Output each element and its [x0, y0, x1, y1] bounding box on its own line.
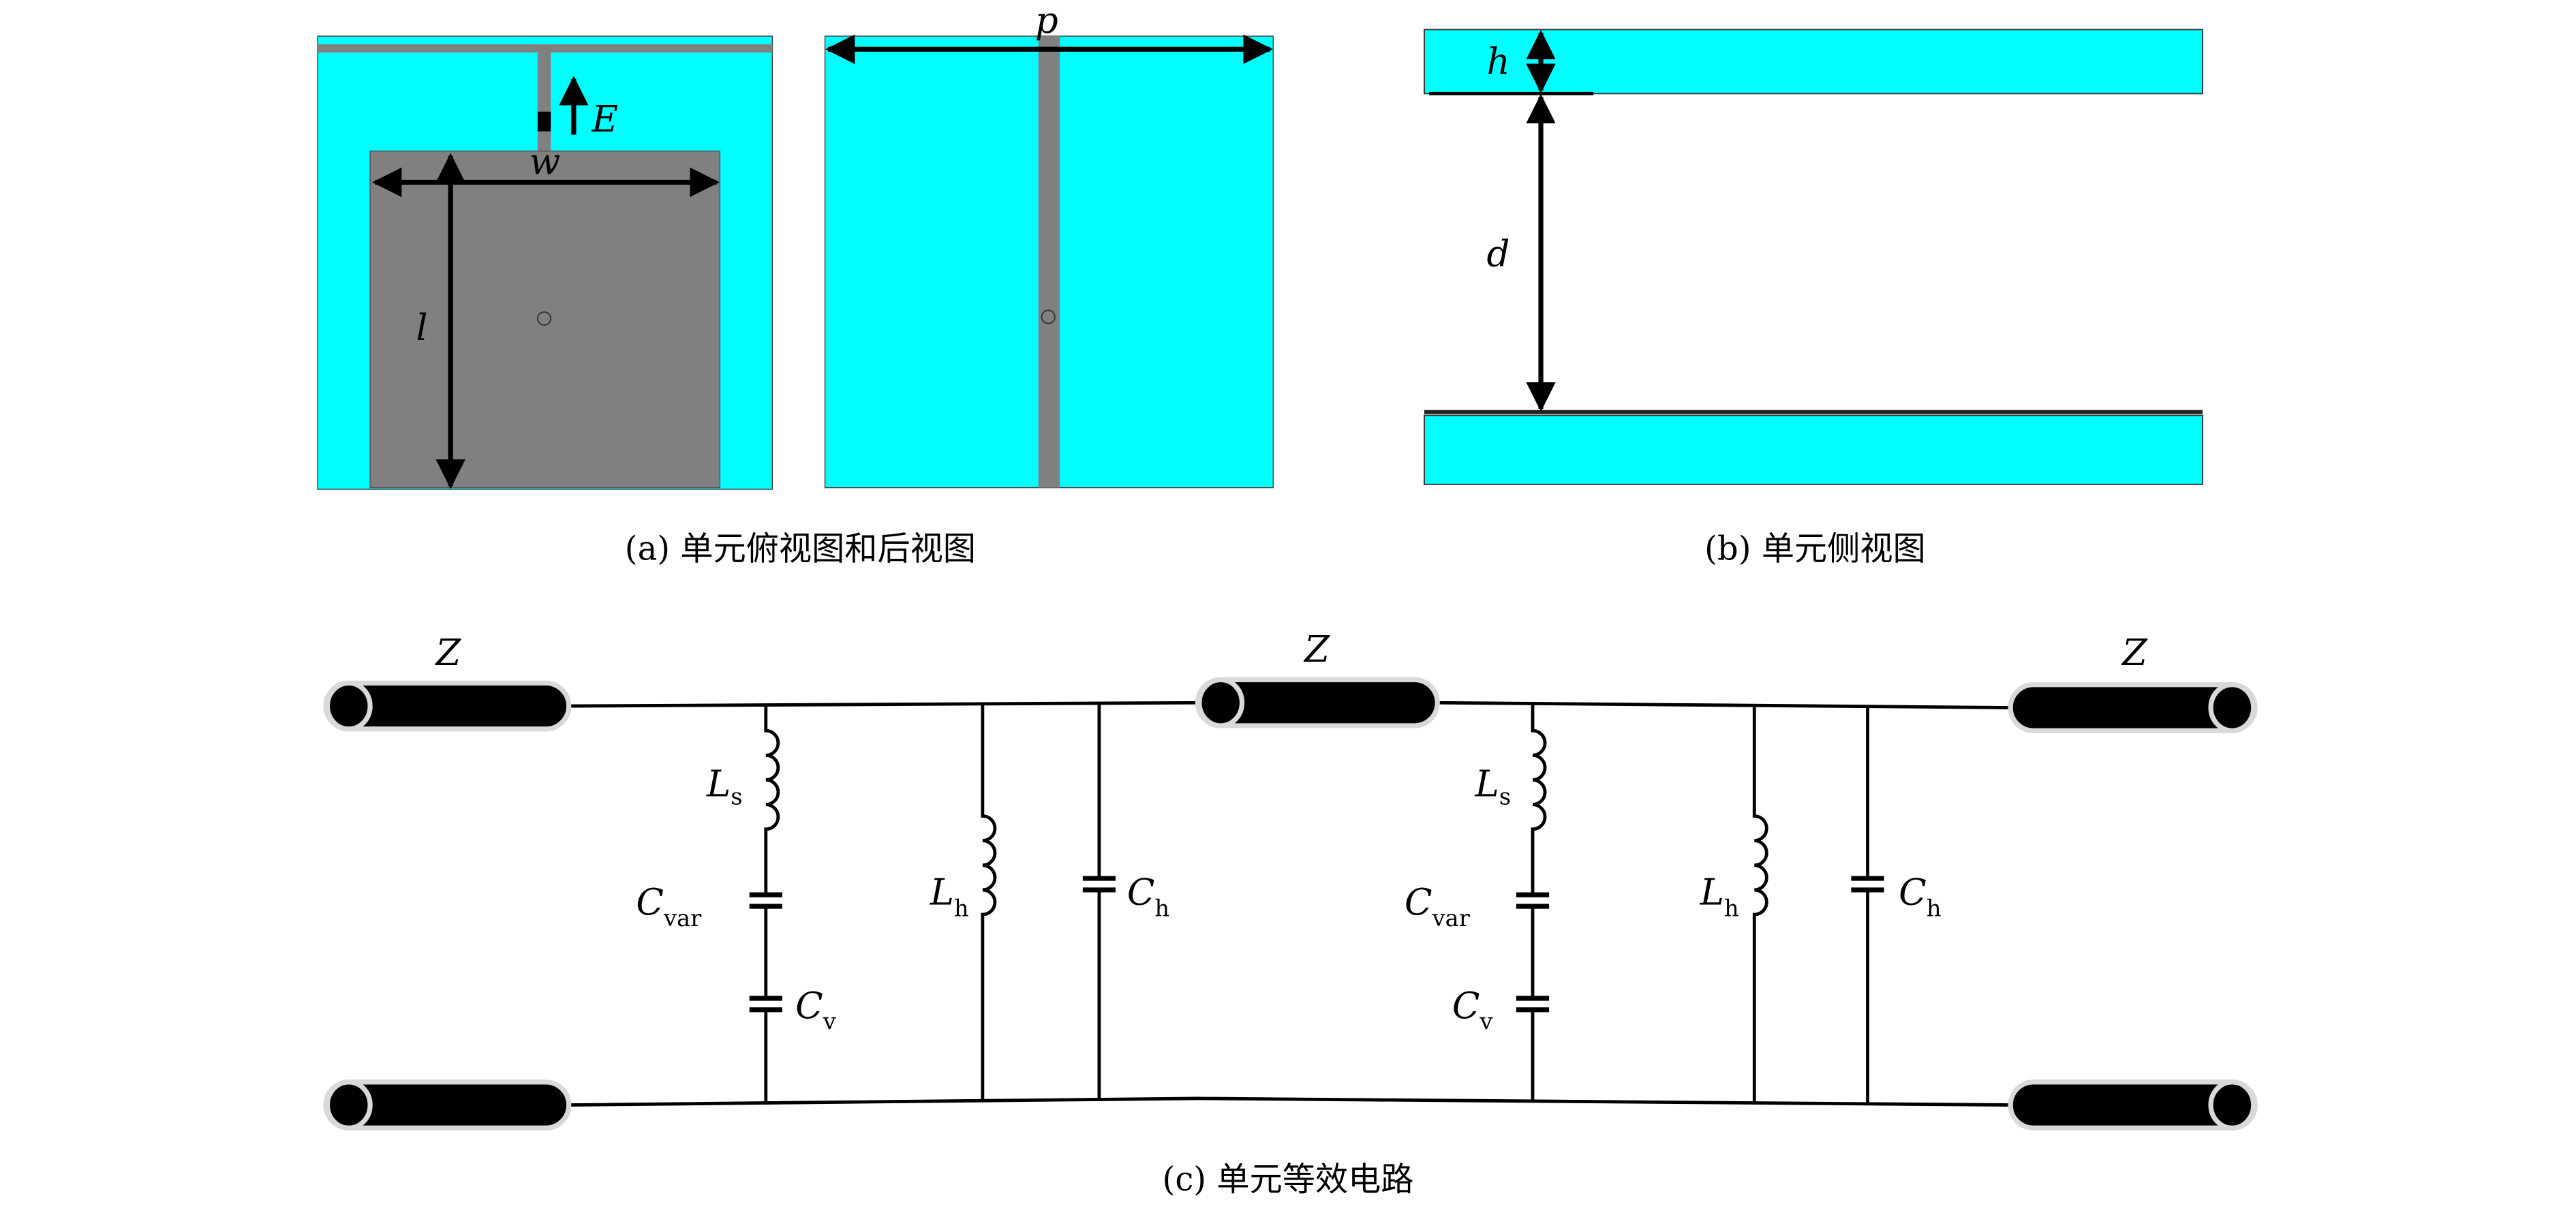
label-d: d — [1487, 233, 1510, 275]
coax-end-cap — [324, 1079, 373, 1131]
unit-top-view: E w l — [317, 35, 773, 490]
coax-end-cap — [324, 680, 373, 732]
label-Ls: Ls — [1475, 764, 1512, 810]
via — [536, 311, 552, 326]
label-Lh: Lh — [1700, 872, 1739, 922]
inductor-Ls — [1531, 704, 1547, 837]
label-l: l — [416, 307, 428, 349]
label-Cv: Cv — [795, 985, 836, 1035]
equivalent-circuit: Z Z Z Ls Cvar Cv Lh Ch Ls Cvar Cv Lh Ch — [323, 629, 2258, 1131]
inductor-Lh — [981, 704, 997, 1101]
via — [1041, 309, 1056, 324]
label-Ch: Ch — [1899, 872, 1941, 922]
bottom-wire — [568, 1096, 2011, 1107]
label-Cvar: Cvar — [1405, 882, 1471, 932]
patch — [369, 150, 721, 489]
label-h: h — [1487, 41, 1510, 82]
label-Z: Z — [2121, 632, 2148, 674]
label-p: p — [1035, 0, 1058, 42]
label-Z: Z — [434, 632, 461, 674]
varactor — [537, 111, 551, 132]
caption-a: (a) 单元俯视图和后视图 — [625, 530, 976, 568]
coax-end-cap — [2208, 1079, 2256, 1131]
unit-back-view: p — [824, 0, 1274, 489]
unit-side-view: h d — [1424, 29, 2204, 485]
label-Cvar: Cvar — [636, 882, 702, 932]
caption-b: (b) 单元侧视图 — [1704, 530, 1926, 568]
label-Lh: Lh — [930, 872, 969, 922]
inductor-Ls — [764, 706, 780, 837]
inductor-Lh — [1752, 706, 1768, 1104]
label-E: E — [591, 99, 618, 140]
label-Ch: Ch — [1127, 872, 1169, 922]
label-Cv: Cv — [1452, 985, 1493, 1035]
label-w: w — [530, 141, 560, 183]
feed-stem — [537, 44, 551, 153]
label-Ls: Ls — [706, 764, 743, 810]
label-Z: Z — [1303, 629, 1330, 671]
coax-end-cap — [2208, 682, 2256, 733]
ground-strip — [1038, 36, 1060, 488]
coax-end-cap — [1197, 677, 1245, 728]
caption-c: (c) 单元等效电路 — [1163, 1160, 1414, 1199]
top-wire — [568, 701, 2011, 709]
bottom-substrate — [1424, 414, 2204, 485]
